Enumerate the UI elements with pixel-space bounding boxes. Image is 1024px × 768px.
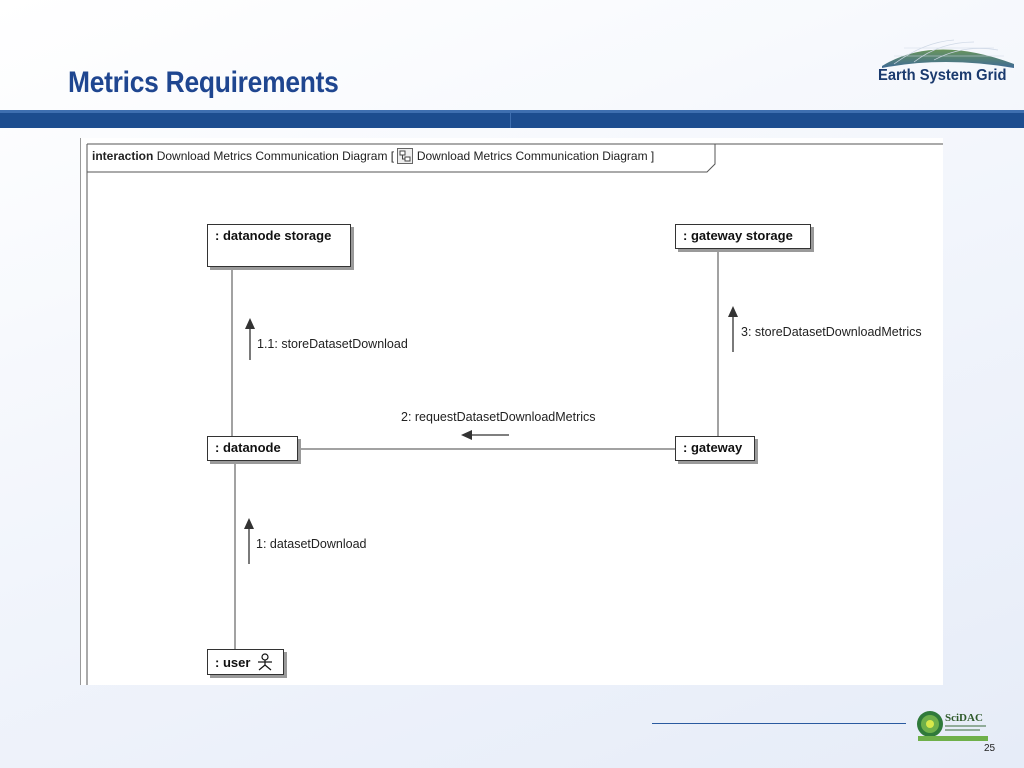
frame-name: Download Metrics Communication Diagram [156, 149, 388, 163]
header-band-highlight [0, 110, 1024, 113]
node-label: : user [215, 655, 251, 670]
node-label: : datanode [215, 440, 281, 455]
arrow-m1-1 [245, 318, 255, 360]
arrow-m2 [461, 430, 509, 440]
scidac-logo-text: SciDAC [945, 712, 983, 724]
node-gateway-storage[interactable]: : gateway storage [675, 224, 811, 249]
node-label: : datanode storage [215, 228, 332, 243]
message-1: 1: datasetDownload [256, 537, 367, 551]
diagram-lines [86, 143, 943, 685]
actor-icon [258, 653, 273, 671]
header-band-divider [510, 113, 511, 128]
frame-bracket-close: ] [650, 149, 655, 163]
node-label: : gateway storage [683, 228, 793, 243]
communication-diagram: interaction Download Metrics Communicati… [80, 138, 943, 685]
frame-keyword: interaction [92, 149, 154, 163]
page-number: 25 [984, 743, 996, 754]
message-3: 3: storeDatasetDownloadMetrics [741, 325, 922, 339]
message-1-1: 1.1: storeDatasetDownload [257, 337, 408, 351]
diagram-ref-icon [397, 148, 414, 164]
slide-title: Metrics Requirements [68, 66, 339, 99]
header-band [0, 110, 1024, 128]
node-user[interactable]: : user [207, 649, 284, 675]
earth-system-grid-logo-icon [882, 39, 1014, 68]
frame-header: interaction Download Metrics Communicati… [92, 148, 654, 164]
frame-ref-name: Download Metrics Communication Diagram [416, 149, 648, 163]
node-datanode-storage[interactable]: : datanode storage [207, 224, 351, 267]
frame-bracket-open: [ [390, 149, 395, 163]
arrow-m1 [244, 518, 254, 564]
node-gateway[interactable]: : gateway [675, 436, 755, 461]
node-label: : gateway [683, 440, 743, 455]
scidac-logo-icon: SciDAC [917, 711, 988, 741]
node-datanode[interactable]: : datanode [207, 436, 298, 461]
logo-text: Earth System Grid [878, 67, 1007, 84]
arrow-m3 [728, 306, 738, 352]
frame-border [86, 143, 943, 685]
footer-line [652, 723, 906, 724]
message-2: 2: requestDatasetDownloadMetrics [401, 410, 596, 424]
